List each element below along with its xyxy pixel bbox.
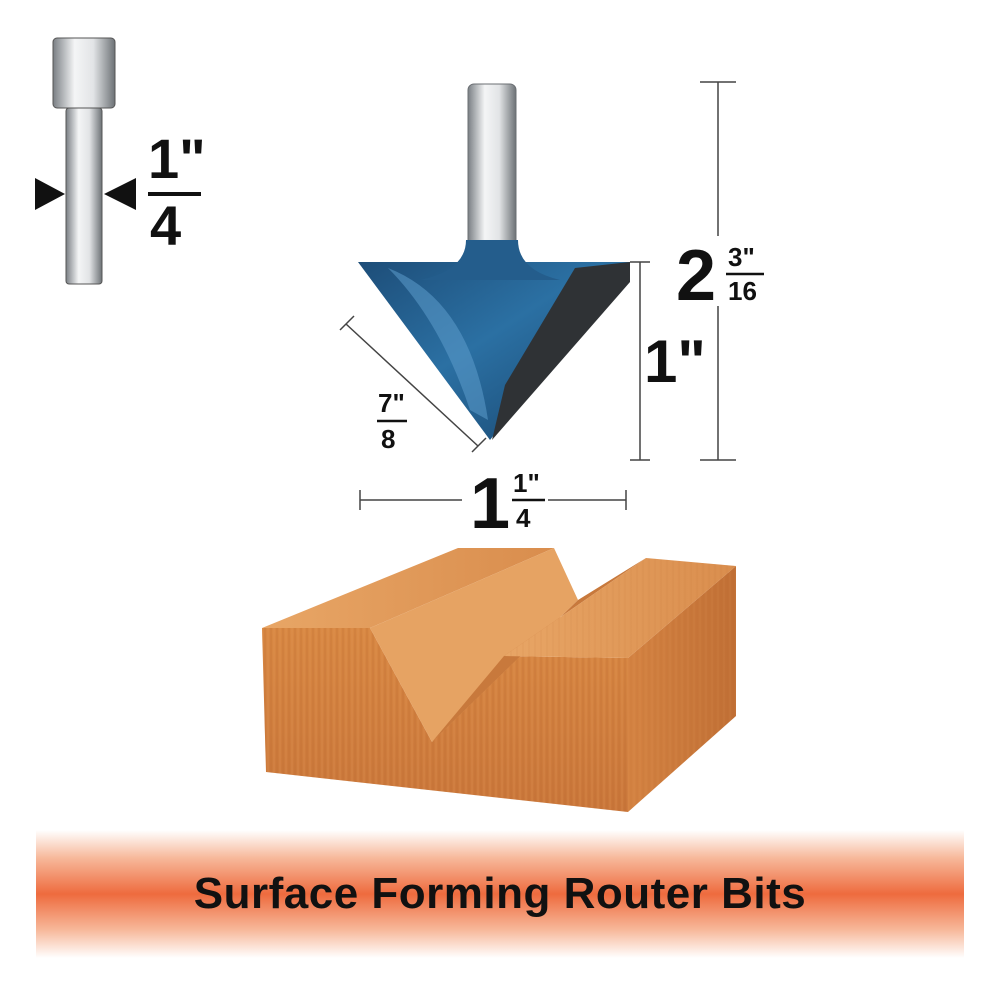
shank-size-icon xyxy=(35,37,136,285)
cutting-diameter-numerator: 1" xyxy=(513,468,540,498)
bit-flute xyxy=(492,262,630,440)
overall-length-whole: 2 xyxy=(676,236,716,316)
shank-collar xyxy=(52,37,116,109)
cutting-diameter-dimension: 1 1" 4 xyxy=(359,464,627,544)
cutting-length-tick-top xyxy=(339,315,355,331)
overall-length-denominator: 16 xyxy=(728,276,757,306)
banner-title: Surface Forming Router Bits xyxy=(193,869,807,918)
cutting-length-tick-bottom xyxy=(471,437,487,453)
wood-side-grain xyxy=(628,566,736,812)
left-arrow-icon xyxy=(35,178,65,210)
wood-top-left xyxy=(262,548,554,628)
wood-front-grain xyxy=(262,628,628,812)
shank-size-denominator: 4 xyxy=(150,194,181,257)
shank-rod xyxy=(65,107,103,285)
right-arrow-icon xyxy=(104,178,136,210)
cutting-length-line xyxy=(345,323,479,447)
wood-block xyxy=(262,548,736,812)
groove-left-wall xyxy=(370,548,578,742)
router-bit xyxy=(358,83,630,440)
cutting-height-dimension: 1" xyxy=(630,261,706,461)
bit-neck xyxy=(420,240,560,280)
bit-highlight xyxy=(388,268,488,420)
overall-length-numerator: 3" xyxy=(728,242,755,272)
shank-size-label: 1" 4 xyxy=(148,127,206,257)
bit-shank xyxy=(467,83,517,249)
title-banner: Surface Forming Router Bits xyxy=(36,830,964,958)
wood-top-right-grain xyxy=(504,558,736,658)
cutting-diameter-denominator: 4 xyxy=(516,503,531,533)
shank-size-numerator: 1" xyxy=(148,127,206,190)
cutting-length-denominator: 8 xyxy=(381,424,395,454)
cutting-height-label: 1" xyxy=(644,328,706,395)
overall-length-dimension: 2 3" 16 xyxy=(676,81,764,461)
cutting-length-numerator: 7" xyxy=(378,388,405,418)
cutting-length-dimension: 7" 8 xyxy=(339,315,487,454)
cutting-diameter-whole: 1 xyxy=(470,464,510,544)
